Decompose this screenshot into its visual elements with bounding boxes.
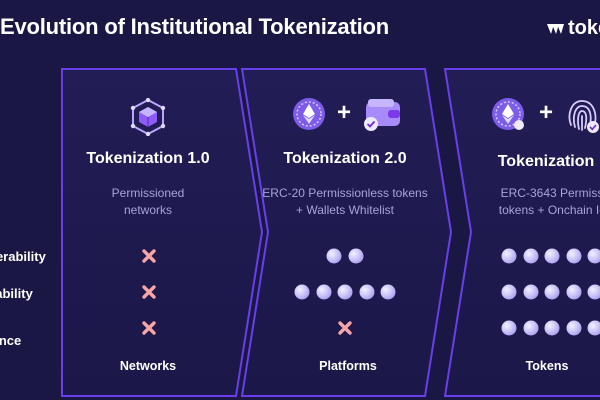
rating-dot	[523, 248, 538, 264]
cube-network-icon	[130, 98, 166, 136]
plus-sign: +	[538, 99, 554, 126]
rating-dot	[294, 284, 310, 300]
row-label-compliance: n iance	[0, 315, 60, 349]
description-line: networks	[123, 203, 173, 217]
plus-sign: +	[336, 99, 352, 126]
rating-dot	[337, 284, 353, 300]
column-frame-2	[240, 68, 453, 397]
description-line: ERC-20 Permissionless tokens	[262, 186, 428, 200]
x-mark-icon	[142, 321, 156, 335]
rating-dot	[566, 248, 581, 264]
column-1-footer: Networks	[119, 359, 177, 373]
x-mark-icon	[142, 285, 156, 299]
rating-dot	[316, 284, 331, 300]
column-frame-1	[61, 68, 264, 397]
column-2-title: Tokenization 2.0	[283, 150, 407, 167]
wallet-check-icon	[364, 99, 400, 131]
brand-logo[interactable]: toke	[546, 17, 600, 40]
description-line: tokens + Onchain Ic	[498, 203, 600, 217]
rating-dot	[501, 284, 517, 300]
rating-dot	[523, 320, 538, 336]
column-1-title: Tokenization 1.0	[86, 150, 210, 167]
column-1-description: Permissioned networks	[112, 185, 185, 219]
rating-dot	[566, 320, 581, 336]
column-frame-3	[443, 68, 600, 397]
rating-dot	[544, 284, 560, 300]
description-line: Permissioned	[111, 186, 185, 200]
column-2-description: ERC-20 Permissionless tokens + Wallets W…	[262, 185, 427, 219]
x-mark-icon	[142, 249, 156, 263]
row-label-interoperability: perability	[0, 248, 60, 265]
row-label-line: iance	[0, 333, 22, 348]
x-mark-icon	[338, 321, 352, 335]
rating-dot	[501, 248, 517, 264]
ethereum-coin-icon	[293, 98, 325, 130]
rating-dot	[359, 284, 374, 300]
description-line: + Wallets Whitelist	[296, 203, 394, 217]
rating-dot	[566, 284, 581, 300]
row-label-usability: sability	[0, 285, 60, 302]
page-title: Evolution of Institutional Tokenization	[0, 14, 389, 39]
description-line: ERC-3643 Permiss	[500, 186, 600, 200]
tokeny-logo-icon	[547, 23, 564, 34]
rating-dot	[587, 320, 600, 336]
rating-dot	[348, 248, 364, 264]
rating-dot	[544, 248, 560, 264]
rating-dot	[587, 284, 600, 300]
rating-dot	[501, 320, 517, 336]
rating-dot	[326, 248, 342, 264]
rating-dot	[380, 284, 396, 300]
column-3-title: Tokenization	[497, 153, 595, 170]
column-2-footer: Platforms	[319, 359, 377, 373]
column-3-description: ERC-3643 Permiss tokens + Onchain Ic	[499, 185, 600, 219]
rating-dot	[523, 284, 538, 300]
row-label-line: sability	[0, 286, 33, 301]
logo-text: toke	[568, 17, 600, 39]
row-label-line: perability	[0, 249, 46, 264]
ethereum-coin-icon	[492, 98, 524, 130]
column-3-footer: Tokens	[525, 359, 569, 373]
rating-dot	[544, 320, 560, 336]
fingerprint-check-icon	[568, 100, 599, 133]
rating-dot	[587, 248, 600, 264]
